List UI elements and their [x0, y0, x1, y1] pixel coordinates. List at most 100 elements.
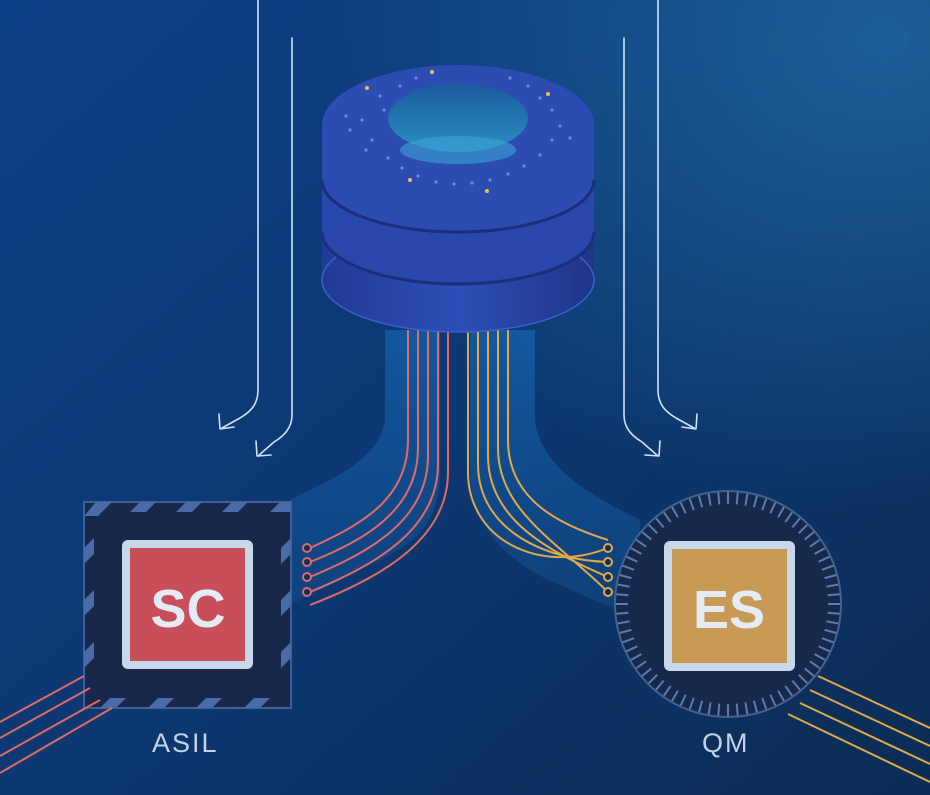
wire-right-end-1 [603, 543, 613, 553]
dial-tick [641, 531, 653, 541]
dial-tick [698, 700, 704, 713]
dial-tick [803, 667, 815, 677]
dial-tick [735, 703, 739, 716]
dial-tick [824, 628, 837, 634]
dial-tick [707, 702, 712, 715]
wire-left-4 [309, 330, 439, 593]
dial-tick [798, 524, 808, 534]
wire-right-end-3 [603, 572, 613, 582]
dial-tick [630, 653, 642, 661]
wire-left-end-4 [302, 587, 312, 597]
dial-tick [635, 660, 647, 670]
dial-tick [626, 555, 638, 563]
wire-right-end-2 [603, 557, 613, 567]
asil-chip: SC [83, 501, 292, 709]
wires-left-out [0, 675, 113, 774]
asil-chip-hatching [84, 502, 291, 708]
dial-tick [655, 679, 665, 691]
wire-right-2 [477, 330, 609, 563]
dial-tick [616, 593, 629, 597]
wire-left-3 [309, 330, 429, 578]
dial-tick [616, 611, 629, 615]
asil-badge [130, 548, 245, 661]
wire-left-end-2 [302, 557, 312, 567]
dial-tick [671, 506, 679, 518]
wires-left [302, 330, 449, 606]
dial-tick [827, 593, 840, 597]
dial-tick [641, 667, 653, 677]
dial-tick [617, 620, 630, 625]
central-hub [320, 65, 596, 333]
dial-tick [761, 498, 768, 511]
wire-left-end-3 [302, 572, 312, 582]
dial-tick [827, 611, 840, 615]
dial-tick [617, 583, 630, 588]
dial-tick [717, 492, 721, 505]
hub-highlight-dots [365, 70, 550, 193]
dial-tick [635, 538, 647, 548]
hub-upper-groove [320, 179, 596, 234]
dial-tick [679, 502, 687, 514]
arrow-left-outer [221, 0, 259, 429]
dial-tick [622, 564, 635, 571]
dial-tick [662, 685, 672, 697]
dial-tick [655, 517, 665, 529]
arrow-left-inner [257, 37, 293, 457]
dial-tick [717, 703, 721, 716]
dial-tick [818, 555, 830, 563]
dial-tick [688, 697, 695, 710]
dial-tick [707, 493, 712, 506]
dial-tick [809, 660, 821, 670]
arrow-left-outer-head [218, 413, 235, 430]
wire-left-5 [309, 330, 449, 606]
dial-tick [769, 694, 777, 706]
hub-hole-glow [400, 136, 516, 164]
beam-right [470, 330, 640, 620]
incoming-rays [394, 0, 519, 153]
flow-arrows [218, 0, 698, 457]
dial-tick [619, 574, 632, 580]
dial-tick [821, 564, 834, 571]
dial-tick [744, 493, 749, 506]
dial-tick [821, 637, 834, 644]
dial-tick [824, 574, 837, 580]
dial-tick [744, 702, 749, 715]
dial-tick [803, 531, 815, 541]
dial-tick [814, 653, 826, 661]
asil-caption: ASIL [152, 728, 219, 758]
dial-tick [662, 511, 672, 523]
qm-dial-ticks [616, 492, 840, 716]
signal-beams [290, 330, 640, 620]
dial-tick [698, 495, 704, 508]
wire-left-end-1 [302, 543, 312, 553]
dial-tick [798, 674, 808, 684]
dial-tick [826, 583, 839, 588]
asil-badge-text: SC [150, 579, 225, 639]
dial-tick [784, 685, 794, 697]
wire-right-1 [467, 330, 609, 558]
arrow-left-inner-head [255, 440, 272, 457]
dial-tick [648, 524, 658, 534]
qm-caption: QM [702, 728, 750, 758]
dial-tick [735, 492, 739, 505]
dial-tick [791, 679, 801, 691]
qm-dial: ES [614, 490, 842, 718]
arrow-right-inner-head [644, 440, 661, 457]
dial-tick [818, 645, 830, 653]
wires-right [467, 330, 613, 597]
wire-right-4 [497, 330, 609, 593]
dial-tick [688, 498, 695, 511]
dial-tick [626, 645, 638, 653]
dial-tick [630, 547, 642, 555]
dial-tick [777, 690, 785, 702]
beam-left [290, 330, 440, 605]
dial-tick [752, 495, 758, 508]
dial-tick [784, 511, 794, 523]
dial-tick [671, 690, 679, 702]
dial-tick [769, 502, 777, 514]
wire-right-3 [487, 330, 609, 578]
wire-right-5 [507, 330, 609, 541]
dial-tick [679, 694, 687, 706]
